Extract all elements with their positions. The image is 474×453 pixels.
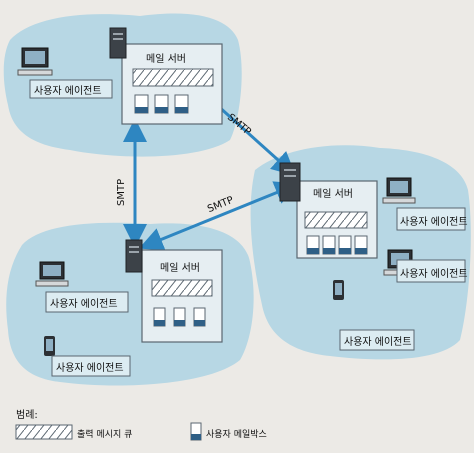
mail-server-top-label: 메일 서버 bbox=[146, 54, 186, 65]
user-agent-right-2-label: 사용자 에이전트 bbox=[400, 269, 468, 280]
phone-icon bbox=[44, 336, 55, 356]
mailbox-row-icon bbox=[153, 307, 206, 327]
outgoing-queue-icon bbox=[132, 68, 214, 87]
computer-icon bbox=[382, 177, 416, 204]
server-tower-icon bbox=[279, 162, 301, 202]
user-agent-bottom-2-label: 사용자 에이전트 bbox=[56, 363, 124, 374]
legend-mailbox-icon bbox=[190, 422, 202, 441]
user-agent-box bbox=[396, 259, 466, 283]
mail-server-top bbox=[109, 27, 223, 125]
outgoing-queue-icon bbox=[304, 211, 368, 229]
mail-server-right-label: 메일 서버 bbox=[313, 189, 353, 200]
legend-queue-label: 출력 메시지 큐 bbox=[77, 430, 133, 440]
smtp-link-right-bottom bbox=[138, 181, 300, 251]
server-tower-icon bbox=[125, 239, 143, 273]
mail-server-bottom-label: 메일 서버 bbox=[160, 263, 200, 274]
user-agent-right-3-label: 사용자 에이전트 bbox=[344, 337, 412, 348]
user-agent-right-1-label: 사용자 에이전트 bbox=[400, 217, 468, 228]
phone-icon bbox=[333, 280, 344, 300]
mail-server-right bbox=[279, 162, 378, 259]
mailbox-row-icon bbox=[134, 94, 189, 114]
mailbox-row-icon bbox=[306, 235, 368, 255]
user-agent-box bbox=[339, 329, 415, 351]
legend-mailbox-label: 사용자 메일박스 bbox=[206, 430, 267, 440]
user-agent-box bbox=[29, 79, 113, 99]
mail-server-bottom bbox=[125, 239, 223, 343]
legend-queue-icon bbox=[15, 424, 73, 440]
user-agent-bottom-1-label: 사용자 에이전트 bbox=[50, 299, 118, 310]
user-agent-box bbox=[45, 291, 129, 313]
legend bbox=[15, 422, 202, 441]
smtp-label-top-bottom: SMTP bbox=[116, 178, 127, 206]
user-agent-top-left-label: 사용자 에이전트 bbox=[34, 86, 102, 97]
legend-title: 범례: bbox=[16, 410, 38, 421]
computer-icon bbox=[17, 47, 53, 76]
user-agent-box bbox=[51, 355, 131, 377]
server-tower-icon bbox=[109, 27, 127, 59]
user-agent-box bbox=[396, 207, 466, 231]
computer-icon bbox=[35, 261, 69, 287]
outgoing-queue-icon bbox=[151, 279, 213, 297]
